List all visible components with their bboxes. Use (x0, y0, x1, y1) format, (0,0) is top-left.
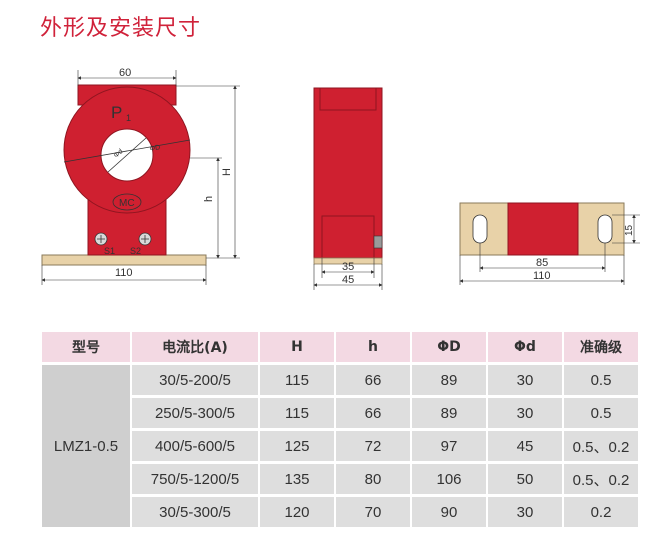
outer-diameter-line (63, 139, 191, 163)
primary-mark-p1: P (111, 103, 122, 122)
header-inner-diameter: Φd (488, 332, 562, 362)
header-model: 型号 (42, 332, 130, 362)
dim-35: 35 (342, 261, 354, 273)
brand-logo-text: MC (119, 198, 135, 209)
table-header-row: 型号 电流比(A) H h ΦD Φd 准确级 (42, 332, 638, 362)
table-cell: 125 (260, 431, 334, 461)
table-cell: 750/5-1200/5 (132, 464, 258, 494)
side-top-clip (319, 87, 377, 111)
front-base-plate (41, 254, 207, 266)
table-cell: 250/5-300/5 (132, 398, 258, 428)
dim-110-bottom: 110 (533, 270, 551, 282)
bottom-body (507, 202, 579, 256)
table-cell: 66 (336, 365, 410, 395)
specification-table: 型号 电流比(A) H h ΦD Φd 准确级 LMZ1-0.5 30/5-20… (40, 329, 640, 530)
table-cell: 0.5 (564, 398, 638, 428)
table-cell: 106 (412, 464, 486, 494)
dim-45: 45 (342, 274, 354, 286)
inner-diameter-line (107, 137, 147, 173)
table-cell: 89 (412, 365, 486, 395)
table-cell: 400/5-600/5 (132, 431, 258, 461)
table-cell: 0.5、0.2 (564, 431, 638, 461)
model-cell: LMZ1-0.5 (42, 365, 130, 527)
dim-85: 85 (536, 257, 548, 269)
table-cell: 30/5-300/5 (132, 497, 258, 527)
table-cell: 66 (336, 398, 410, 428)
screw-icon (141, 235, 149, 243)
header-outer-diameter: ΦD (412, 332, 486, 362)
inner-diameter-label: Φd (113, 148, 125, 160)
screw-icon (97, 235, 105, 243)
mounting-slot-left (472, 214, 488, 244)
table-row: 250/5-300/5 115 66 89 30 0.5 (42, 398, 638, 428)
table-cell: 115 (260, 398, 334, 428)
side-terminal (373, 235, 383, 249)
table-cell: 135 (260, 464, 334, 494)
table-cell: 30 (488, 497, 562, 527)
table-cell: 120 (260, 497, 334, 527)
table-cell: 30 (488, 398, 562, 428)
table-cell: 0.5、0.2 (564, 464, 638, 494)
table-cell: 89 (412, 398, 486, 428)
table-row: 400/5-600/5 125 72 97 45 0.5、0.2 (42, 431, 638, 461)
terminal-label-s2: S2 (130, 246, 141, 256)
side-base (313, 257, 383, 265)
brand-logo (112, 193, 142, 211)
bottom-view: 85 110 15 (459, 202, 640, 285)
table-cell: 50 (488, 464, 562, 494)
table-row: 750/5-1200/5 135 80 106 50 0.5、0.2 (42, 464, 638, 494)
header-current-ratio: 电流比(A) (132, 332, 258, 362)
front-view: Φd ΦD P 1 MC S1 S2 60 110 H h (41, 67, 240, 285)
table-cell: 0.2 (564, 497, 638, 527)
mounting-slot-right (597, 214, 613, 244)
dim-15: 15 (624, 224, 635, 236)
table-cell: 115 (260, 365, 334, 395)
table-cell: 80 (336, 464, 410, 494)
side-view: 35 45 (313, 87, 383, 290)
table-cell: 72 (336, 431, 410, 461)
table-row: 30/5-300/5 120 70 90 30 0.2 (42, 497, 638, 527)
table-cell: 90 (412, 497, 486, 527)
dim-H: H (221, 168, 233, 176)
header-H: H (260, 332, 334, 362)
table-cell: 0.5 (564, 365, 638, 395)
table-cell: 45 (488, 431, 562, 461)
table-cell: 30 (488, 365, 562, 395)
header-h: h (336, 332, 410, 362)
dim-h: h (203, 196, 215, 202)
dim-width-60: 60 (119, 67, 131, 79)
table-cell: 30/5-200/5 (132, 365, 258, 395)
outer-diameter-label: ΦD (149, 144, 161, 153)
page-title: 外形及安装尺寸 (40, 16, 202, 41)
dim-base-110: 110 (115, 267, 133, 279)
table-row: LMZ1-0.5 30/5-200/5 115 66 89 30 0.5 (42, 365, 638, 527)
primary-mark-p1-sub: 1 (126, 113, 131, 123)
dimension-drawing: Φd ΦD P 1 MC S1 S2 60 110 H h (41, 67, 640, 290)
side-lower-block (321, 215, 375, 259)
terminal-label-s1: S1 (104, 246, 115, 256)
header-accuracy-class: 准确级 (564, 332, 638, 362)
table-cell: 97 (412, 431, 486, 461)
table-cell: 70 (336, 497, 410, 527)
